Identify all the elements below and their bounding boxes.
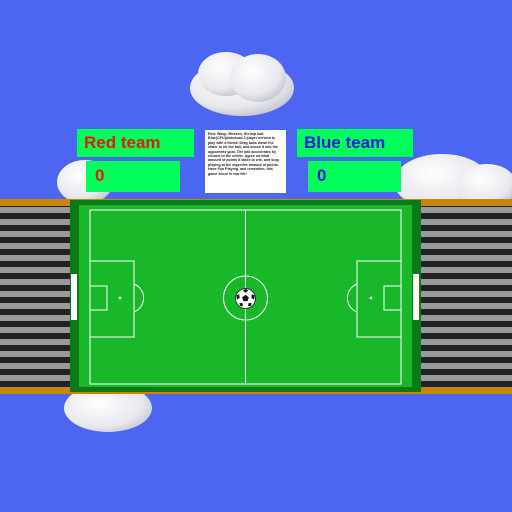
blue-goal <box>413 274 419 320</box>
cloud-bottom <box>64 386 152 432</box>
red-goal <box>71 274 77 320</box>
blue-team-score: 0 <box>308 161 401 192</box>
soccer-pitch <box>70 200 421 392</box>
cloud-top <box>190 52 294 116</box>
instructions-panel: Red: Wasp, Birdsen, Shrimp ball. Blue(CP… <box>205 130 286 193</box>
red-team-score: 0 <box>86 161 180 192</box>
soccer-ball-icon <box>235 288 256 309</box>
cloud-right <box>394 154 512 206</box>
blue-paddle-slider[interactable] <box>421 201 512 389</box>
blue-team-label: Blue team <box>297 129 413 157</box>
red-paddle-slider[interactable] <box>0 201 72 389</box>
red-team-label: Red team <box>77 129 194 157</box>
